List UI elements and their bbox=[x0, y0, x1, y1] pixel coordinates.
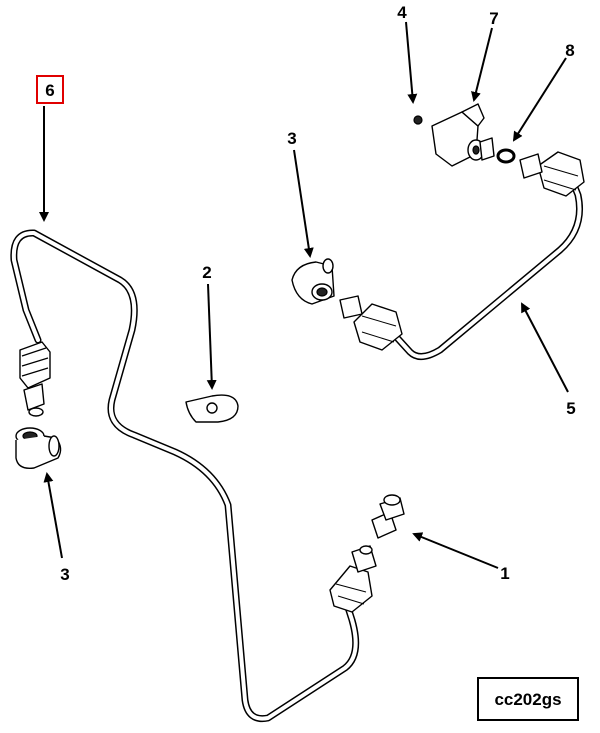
leader-3-left bbox=[43, 472, 63, 559]
figure-id-frame bbox=[477, 677, 579, 721]
leader-4 bbox=[405, 21, 418, 104]
o-ring-8 bbox=[496, 148, 516, 164]
callout-2: 2 bbox=[202, 263, 211, 282]
straight-fitting-1 bbox=[359, 494, 405, 555]
tube-assembly-5 bbox=[386, 176, 583, 360]
left-tube-nut bbox=[19, 341, 51, 417]
callout-6: 6 bbox=[45, 81, 54, 100]
lower-tube-nut bbox=[329, 545, 377, 613]
callout-3-upper: 3 bbox=[287, 129, 296, 148]
tube-assembly-6 bbox=[10, 229, 360, 723]
callout-3-left: 3 bbox=[60, 565, 69, 584]
callout-7: 7 bbox=[489, 9, 498, 28]
figure-id: cc202gs bbox=[494, 690, 561, 709]
callout-1: 1 bbox=[500, 564, 509, 583]
tube5-nut-right bbox=[519, 151, 585, 197]
leader-7 bbox=[471, 27, 493, 102]
callout-8: 8 bbox=[565, 41, 574, 60]
leader-lines bbox=[39, 21, 569, 569]
callout-6-group: 6 bbox=[36, 75, 64, 104]
leader-8 bbox=[512, 57, 567, 142]
tube5-nut-left bbox=[339, 295, 403, 351]
callout-4: 4 bbox=[397, 3, 407, 22]
leader-1 bbox=[412, 532, 499, 569]
callout-5: 5 bbox=[566, 399, 575, 418]
callout-6-highlight-box bbox=[36, 75, 64, 104]
leader-3-upper bbox=[293, 149, 314, 258]
elbow-fitting-left bbox=[15, 427, 62, 469]
figure-id-box: cc202gs bbox=[477, 677, 579, 721]
leader-2 bbox=[206, 283, 217, 390]
leader-5 bbox=[521, 302, 569, 393]
elbow-fitting-upper bbox=[291, 258, 335, 305]
adapter-fitting-7 bbox=[431, 103, 495, 167]
screw-4 bbox=[413, 115, 423, 125]
tube-clamp-2 bbox=[185, 394, 239, 423]
